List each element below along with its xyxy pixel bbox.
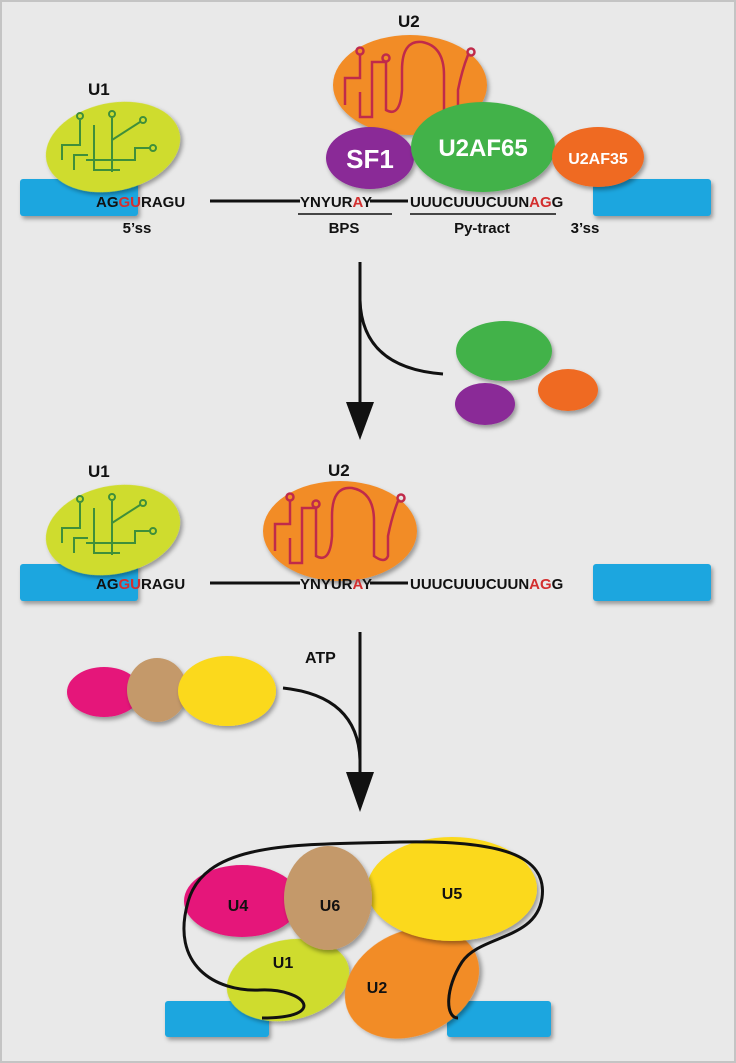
exon-right (593, 179, 711, 216)
u2-label: U2 (398, 12, 420, 31)
stage3-spliceosome: U4 U6 U5 U1 U2 (165, 837, 551, 1039)
released-u2af65 (456, 321, 552, 381)
u1-label: U1 (88, 80, 110, 99)
u2af65-label: U2AF65 (438, 135, 527, 162)
branch-point-seq: YNYURAY (300, 194, 372, 211)
three-prime-ss-label: 3’ss (571, 220, 600, 237)
u1-rna-structure-icon (61, 110, 157, 172)
incoming-u6 (127, 658, 187, 722)
u1-snrnp (226, 938, 350, 1022)
exon-right (593, 564, 711, 601)
u6-snrnp (284, 846, 372, 950)
u5-snrnp (367, 837, 537, 941)
sf1-label: SF1 (346, 144, 394, 174)
u2-rna-structure-icon (343, 40, 476, 119)
entry-curve (282, 686, 362, 761)
stage1-complex: U1 U2 SF1 U2AF65 (20, 12, 711, 237)
release-curve (358, 299, 444, 376)
u6-label: U6 (320, 898, 341, 915)
u1-label: U1 (273, 955, 294, 972)
arrowhead (346, 772, 374, 812)
u4-snrnp (184, 865, 300, 937)
atp-label: ATP (305, 650, 336, 667)
arrowhead (346, 402, 374, 440)
u2af35-label: U2AF35 (568, 151, 628, 168)
exon-right (447, 1001, 551, 1037)
incoming-u4 (67, 667, 141, 717)
released-u2af35 (538, 369, 598, 411)
py-tract-seq: UUUCUUUCUUNAGG (410, 576, 563, 593)
released-factors (455, 321, 598, 425)
transition-arrow-2: ATP (282, 632, 374, 812)
py-tract-seq: UUUCUUUCUUNAGG (410, 194, 563, 211)
released-sf1 (455, 383, 515, 425)
incoming-tri-snrnp (67, 656, 276, 726)
u1-rna-structure-icon (61, 493, 157, 555)
bps-label: BPS (329, 220, 360, 237)
u2af65-protein (411, 102, 555, 192)
five-prime-ss-label: 5’ss (123, 220, 152, 237)
py-tract-label: Py-tract (454, 220, 510, 237)
u2-label: U2 (367, 980, 388, 997)
u2-label: U2 (328, 461, 350, 480)
u2af35-protein (552, 127, 644, 187)
u5-label: U5 (442, 886, 463, 903)
pre-mrna-intron-loop (182, 840, 544, 1020)
u2-snrnp (344, 927, 480, 1039)
five-prime-splice-site-seq: AGGURAGU (96, 194, 185, 211)
branch-point-seq: YNYURAY (300, 576, 372, 593)
five-prime-splice-site-seq: AGGURAGU (96, 576, 185, 593)
u2-rna-structure-icon (273, 486, 406, 565)
sf1-protein (326, 127, 414, 189)
u1-label: U1 (88, 462, 110, 481)
stage2-complex: U1 U2 AGGURAGU YNYURAY UUUCUUUCUUNAGG (20, 461, 711, 601)
u4-label: U4 (228, 898, 249, 915)
incoming-u5 (178, 656, 276, 726)
transition-arrow-1 (346, 262, 444, 440)
